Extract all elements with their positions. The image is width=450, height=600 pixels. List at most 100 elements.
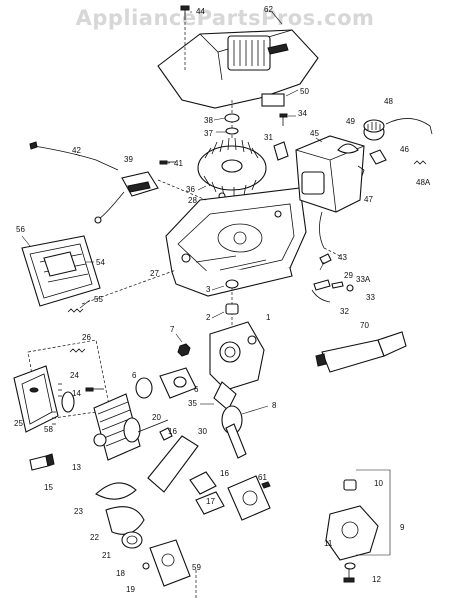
callout-10: 10 xyxy=(374,479,383,488)
callout-43: 43 xyxy=(338,253,347,262)
part-cylinder xyxy=(93,393,141,461)
callout-54: 54 xyxy=(96,258,105,267)
callout-31: 31 xyxy=(264,133,273,142)
part-screw-34 xyxy=(279,113,288,126)
part-fuel-line xyxy=(319,211,325,249)
part-ring-6a xyxy=(135,377,153,399)
part-engine-housing xyxy=(165,187,307,297)
part-screw-18 xyxy=(142,562,150,570)
callout-59: 59 xyxy=(192,563,201,572)
part-nut-7 xyxy=(177,343,191,357)
watermark: AppliancePartsPros.com xyxy=(75,6,375,30)
callout-15: 15 xyxy=(44,483,53,492)
callout-2: 2 xyxy=(206,313,211,322)
callout-16a: 16 xyxy=(168,427,177,436)
part-gasket xyxy=(61,391,75,413)
callout-29: 29 xyxy=(344,271,353,280)
callout-23: 23 xyxy=(74,507,83,516)
callout-44: 44 xyxy=(196,7,205,16)
part-fitting-43 xyxy=(319,253,332,265)
callout-38: 38 xyxy=(204,116,213,125)
callout-48a: 48A xyxy=(416,178,431,187)
part-fuel-cap xyxy=(363,119,385,141)
callout-39: 39 xyxy=(124,155,133,164)
callout-3: 3 xyxy=(206,285,211,294)
callout-47: 47 xyxy=(364,195,373,204)
callout-33: 33 xyxy=(366,293,375,302)
callout-6b: 6 xyxy=(194,385,199,394)
part-piston xyxy=(159,367,197,399)
callout-22: 22 xyxy=(90,533,99,542)
callout-8: 8 xyxy=(272,401,277,410)
part-washer-37 xyxy=(225,127,239,135)
callout-11: 11 xyxy=(324,539,333,548)
part-nut-38 xyxy=(224,113,240,123)
part-17 xyxy=(195,491,225,515)
part-22 xyxy=(105,506,145,535)
callout-70: 70 xyxy=(360,321,369,330)
callout-28: 28 xyxy=(188,196,197,205)
callout-13: 13 xyxy=(72,463,81,472)
part-58 xyxy=(52,411,56,425)
callout-20: 20 xyxy=(152,413,161,422)
callout-17: 17 xyxy=(206,497,215,506)
part-spark-plug xyxy=(29,453,55,471)
part-cable-42 xyxy=(33,145,119,171)
part-fuel-pump xyxy=(325,479,379,561)
part-cap-strap-48 xyxy=(385,118,433,135)
callout-42: 42 xyxy=(72,146,81,155)
callout-25: 25 xyxy=(14,419,23,428)
callout-34: 34 xyxy=(298,109,307,118)
part-crankcase xyxy=(209,321,265,391)
callout-12: 12 xyxy=(372,575,381,584)
part-spring-48a xyxy=(413,160,427,165)
callout-58: 58 xyxy=(44,425,53,434)
part-fitting-46 xyxy=(369,149,387,165)
part-screw-14 xyxy=(85,387,104,392)
callout-27: 27 xyxy=(150,269,159,278)
callout-36: 36 xyxy=(186,185,195,194)
callout-50: 50 xyxy=(300,87,309,96)
part-washer-11 xyxy=(344,562,356,570)
part-ignition-module xyxy=(94,171,159,224)
part-gasket-16b xyxy=(189,471,217,495)
callout-49: 49 xyxy=(346,117,355,126)
part-21 xyxy=(121,531,143,549)
callout-1: 1 xyxy=(266,313,271,322)
part-carburetor xyxy=(227,475,271,521)
part-sealant-tube xyxy=(315,331,407,373)
part-washer-3 xyxy=(225,279,239,289)
callout-45: 45 xyxy=(310,129,319,138)
callout-18: 18 xyxy=(116,569,125,578)
callout-16b: 16 xyxy=(220,469,229,478)
part-air-filter-cover xyxy=(21,235,101,307)
callout-35: 35 xyxy=(188,399,197,408)
part-line-47 xyxy=(357,165,365,177)
callout-14: 14 xyxy=(72,389,81,398)
part-spring-26 xyxy=(69,348,86,353)
part-flywheel xyxy=(197,137,267,197)
part-label-50 xyxy=(261,93,285,107)
callout-30: 30 xyxy=(198,427,207,436)
callout-48: 48 xyxy=(384,97,393,106)
part-spacer-2 xyxy=(225,303,239,315)
part-starter-housing xyxy=(157,29,319,109)
part-bracket-31 xyxy=(273,141,289,161)
callout-62: 62 xyxy=(264,5,273,14)
part-23 xyxy=(95,482,137,500)
part-fuel-tank xyxy=(295,135,365,213)
part-24 xyxy=(58,383,62,397)
callout-33a: 33A xyxy=(356,275,371,284)
callout-26: 26 xyxy=(82,333,91,342)
part-screw-44 xyxy=(180,5,190,20)
part-hardware-29-33 xyxy=(311,279,354,303)
callout-labels: 44 62 50 38 34 37 48 49 45 31 42 41 39 4… xyxy=(14,5,431,594)
callout-55: 55 xyxy=(94,295,103,304)
callout-9: 9 xyxy=(400,523,405,532)
callout-32: 32 xyxy=(340,307,349,316)
part-crankshaft xyxy=(213,381,247,459)
callout-21: 21 xyxy=(102,551,111,560)
part-screw-41 xyxy=(159,160,176,165)
